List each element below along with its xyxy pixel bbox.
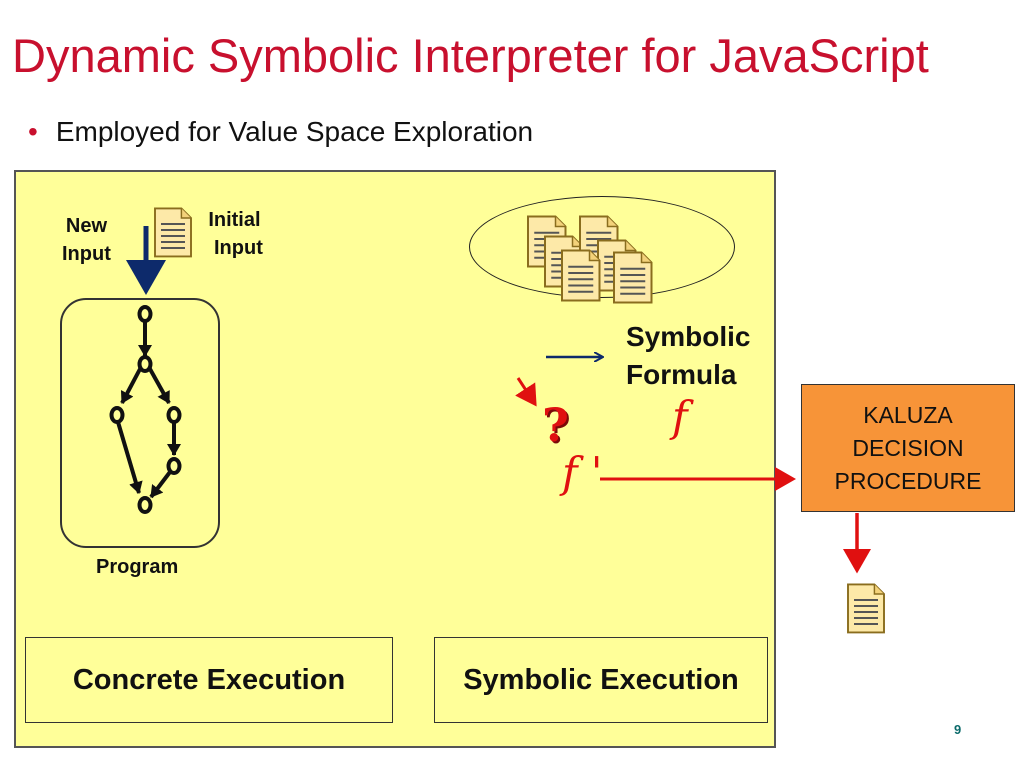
new-input-label: New Input [62, 212, 111, 268]
initial-input-line1: Initial [208, 209, 261, 231]
kaluza-line2: DECISION [852, 434, 964, 461]
new-input-line2: Input [62, 243, 111, 265]
symbolic-execution-box: Symbolic Execution [434, 637, 768, 723]
kaluza-line3: PROCEDURE [834, 467, 982, 494]
cfg-node [166, 406, 182, 424]
initial-input-line2: Input [214, 237, 263, 259]
new-input-line1: New [65, 215, 107, 237]
symbolic-formula-label: Symbolic Formula [626, 318, 750, 394]
cfg-edge [120, 368, 142, 404]
cfg-node [109, 406, 125, 424]
slide-title: Dynamic Symbolic Interpreter for JavaScr… [12, 29, 929, 82]
page-number: 9 [954, 722, 962, 737]
cfg-node [137, 305, 153, 323]
initial-input-document-icon [154, 207, 192, 258]
kaluza-decision-procedure-box: KALUZA DECISION PROCEDURE [801, 384, 1015, 512]
symbolic-formula-line1: Symbolic [626, 321, 751, 352]
symbolic-formula-line2: Formula [626, 359, 737, 390]
cfg-edge [116, 421, 143, 494]
cfg-node [137, 355, 153, 373]
formula-f-prime: f ' [562, 448, 603, 497]
cfg-edge [149, 470, 172, 499]
bullet-dot: • [28, 116, 38, 147]
program-box [60, 298, 220, 548]
new-input-document-icon [847, 583, 885, 634]
program-flow-graph [109, 305, 182, 514]
formula-documents-icon [527, 215, 653, 304]
initial-input-label: Initial Input [206, 206, 263, 262]
kaluza-line1: KALUZA [863, 401, 953, 428]
formula-collection-ellipse [469, 196, 735, 298]
question-mark-icon: ? [542, 398, 569, 452]
concrete-execution-box: Concrete Execution [25, 637, 393, 723]
cfg-node [166, 457, 182, 475]
bullet-text: Employed for Value Space Exploration [55, 116, 534, 147]
negation-arrow [515, 377, 537, 407]
cfg-node [137, 496, 153, 514]
program-label: Program [96, 556, 179, 578]
cfg-edge [148, 368, 171, 404]
formula-f: f [672, 392, 688, 441]
bullet-item: • Employed for Value Space Exploration [28, 116, 533, 148]
